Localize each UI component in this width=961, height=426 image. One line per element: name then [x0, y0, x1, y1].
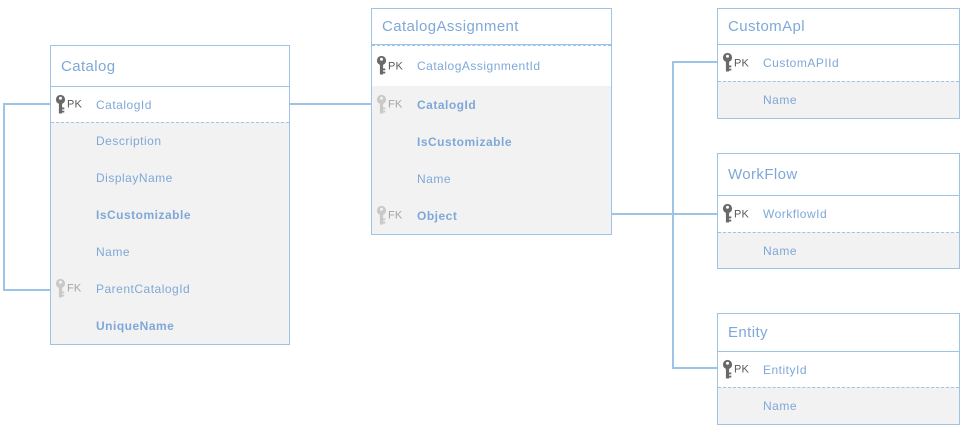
field-name: Name	[763, 243, 798, 258]
table-row: PK WorkflowId	[718, 196, 959, 232]
field-name: Name	[763, 93, 798, 107]
relationship-connector-branch-customapi	[672, 61, 718, 63]
field-name: Name	[417, 171, 452, 186]
entity-table-entity: Entity PK EntityId Name	[717, 313, 960, 425]
table-row: FK ParentCatalogId	[51, 270, 289, 307]
field-name: Object	[417, 208, 458, 223]
table-row: DisplayName	[51, 159, 289, 196]
table-row: Name	[372, 160, 611, 197]
pk-label: PK	[67, 98, 83, 111]
relationship-connector-catalog-assignment	[290, 103, 372, 105]
table-row: Name	[718, 81, 959, 118]
table-title: Entity	[718, 314, 959, 352]
entity-table-workflow: WorkFlow PK WorkflowId Name	[717, 153, 960, 269]
field-name: DisplayName	[96, 170, 173, 185]
pk-label: PK	[734, 208, 750, 220]
relationship-connector-self-vert	[3, 103, 5, 291]
primary-key-cell: PK	[722, 203, 750, 225]
field-name: CatalogAssignmentId	[417, 59, 541, 73]
relationship-connector-branch-entity	[672, 367, 718, 369]
primary-key-cell: PK	[722, 52, 750, 74]
primary-key-icon	[722, 203, 733, 223]
foreign-key-icon	[55, 278, 66, 297]
relationship-connector-self-bottom	[3, 289, 50, 291]
field-name: IsCustomizable	[96, 207, 192, 222]
primary-key-cell: PK	[55, 94, 82, 115]
foreign-key-icon	[376, 205, 387, 224]
primary-key-cell: PK	[722, 359, 749, 380]
foreign-key-icon	[376, 94, 387, 113]
table-row: PK CustomAPIId	[718, 45, 959, 81]
relationship-connector-branch-vert	[672, 61, 674, 368]
table-row: PK CatalogId	[51, 87, 289, 122]
relationship-connector-self-top	[3, 103, 50, 105]
pk-label: PK	[734, 363, 750, 376]
field-name: Description	[96, 134, 162, 148]
table-row: Name	[51, 233, 289, 270]
field-name: Name	[763, 399, 798, 413]
foreign-key-cell: FK	[376, 205, 402, 226]
field-name: CatalogId	[417, 97, 477, 112]
field-name: IsCustomizable	[417, 134, 513, 149]
table-row: Description	[51, 122, 289, 159]
table-row: Name	[718, 232, 959, 268]
table-title-text: CustomApl	[728, 18, 805, 35]
table-row: UniqueName	[51, 307, 289, 344]
entity-table-catalog-assignment: CatalogAssignment PK CatalogAssignmentId…	[371, 8, 612, 235]
table-title: WorkFlow	[718, 154, 959, 196]
relationship-connector-object-workflow	[612, 213, 717, 215]
table-title: Catalog	[51, 46, 289, 87]
table-row: Name	[718, 387, 959, 424]
table-row: FK CatalogId	[372, 86, 611, 123]
foreign-key-cell: FK	[55, 278, 81, 299]
fk-label: FK	[388, 98, 403, 111]
pk-label: PK	[388, 60, 404, 72]
primary-key-icon	[722, 359, 733, 378]
primary-key-cell: PK	[376, 55, 404, 77]
table-title-text: CatalogAssignment	[382, 18, 519, 35]
primary-key-icon	[376, 55, 387, 75]
table-row: PK CatalogAssignmentId	[372, 45, 611, 86]
table-row: FK Object	[372, 197, 611, 234]
field-name: UniqueName	[96, 318, 175, 333]
field-name: ParentCatalogId	[96, 281, 191, 296]
entity-table-catalog: Catalog PK CatalogId Description Display…	[50, 45, 290, 345]
fk-label: FK	[67, 282, 82, 295]
field-name: CustomAPIId	[763, 56, 840, 70]
table-title: CatalogAssignment	[372, 9, 611, 45]
table-title-text: Entity	[728, 324, 768, 341]
primary-key-icon	[55, 94, 66, 113]
foreign-key-cell: FK	[376, 94, 402, 115]
table-title-text: WorkFlow	[728, 166, 798, 183]
pk-label: PK	[734, 57, 750, 69]
fk-label: FK	[388, 209, 403, 222]
table-row: PK EntityId	[718, 352, 959, 387]
entity-table-custom-api: CustomApl PK CustomAPIId Name	[717, 8, 960, 119]
primary-key-icon	[722, 52, 733, 72]
table-title-text: Catalog	[61, 57, 116, 75]
field-name: WorkflowId	[763, 207, 828, 221]
table-row: IsCustomizable	[51, 196, 289, 233]
table-title: CustomApl	[718, 9, 959, 45]
field-name: CatalogId	[96, 97, 152, 112]
field-name: Name	[96, 244, 131, 259]
field-name: EntityId	[763, 362, 808, 377]
table-row: IsCustomizable	[372, 123, 611, 160]
